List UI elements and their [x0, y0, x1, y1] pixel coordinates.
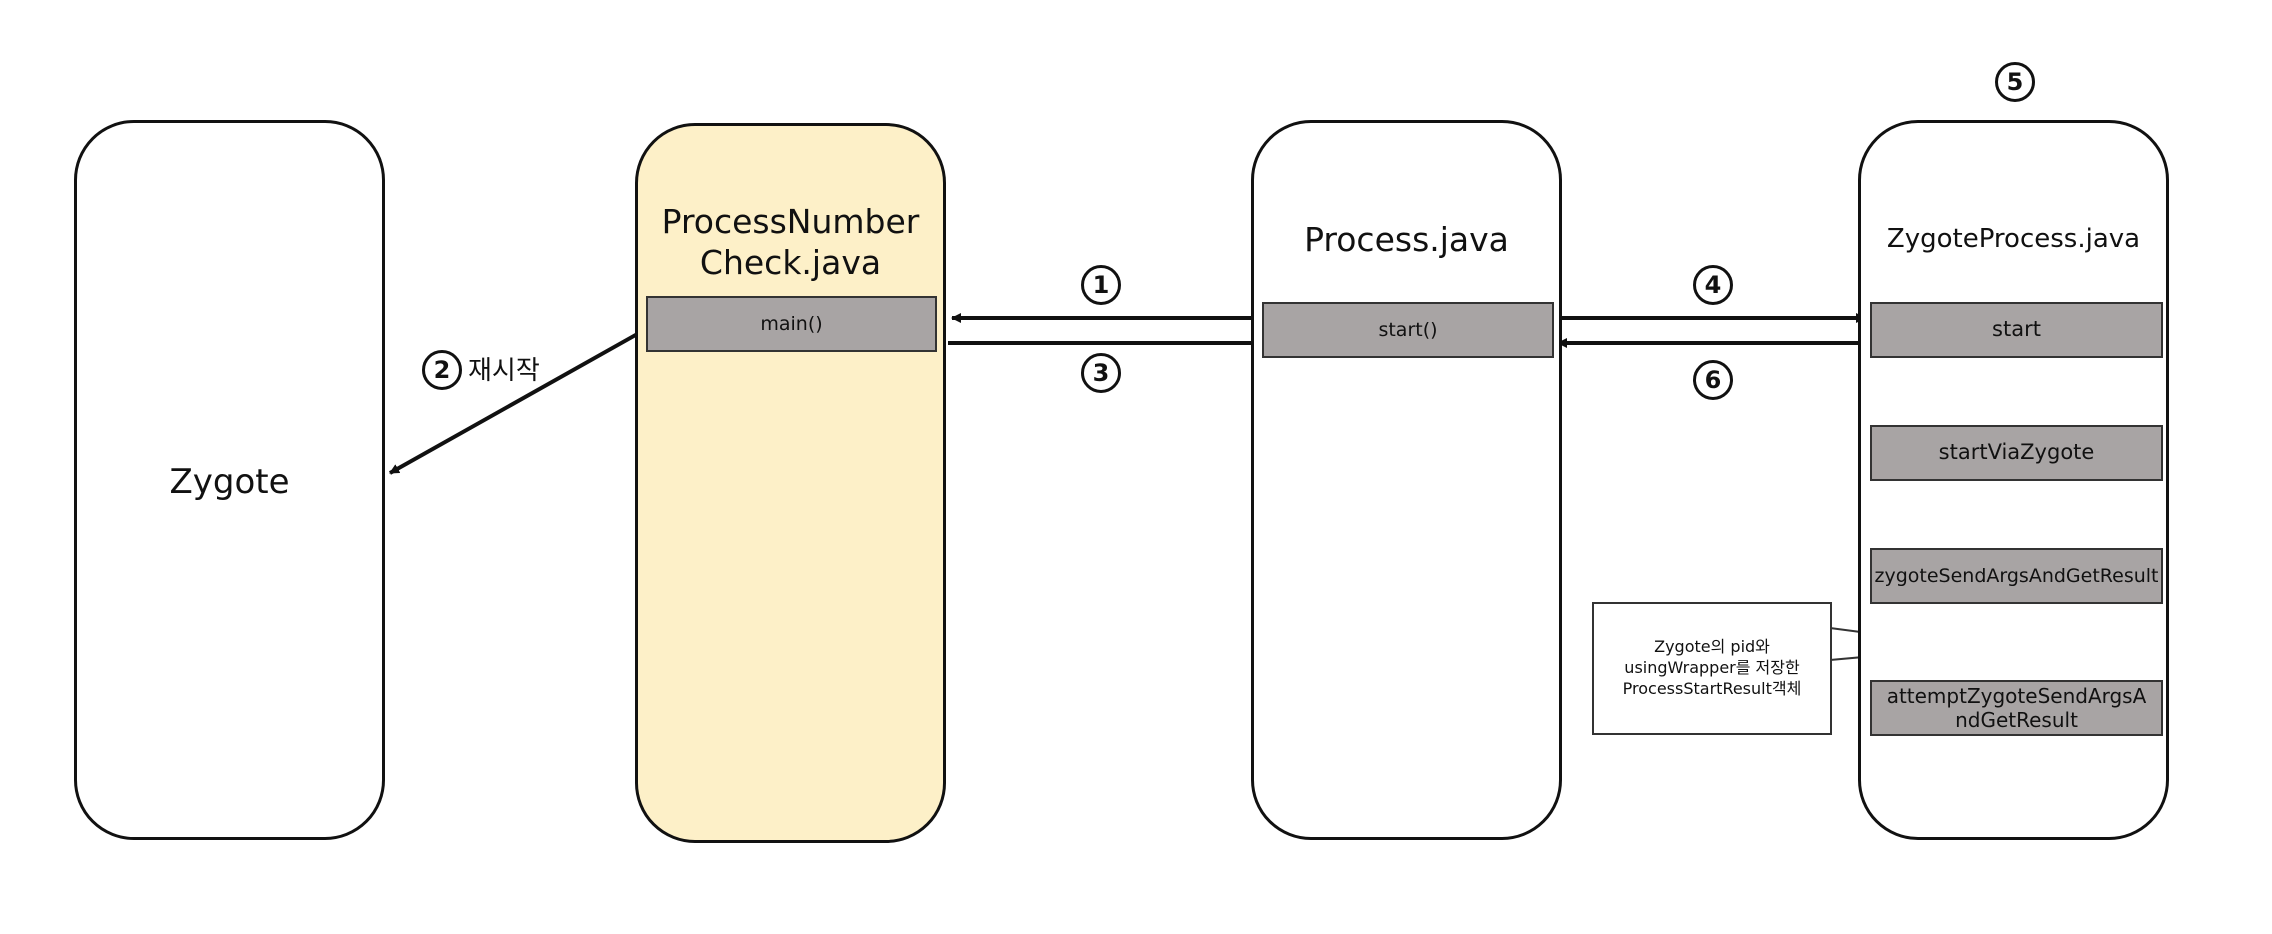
- step-6-badge: 6: [1693, 360, 1733, 400]
- method-main: main(): [646, 296, 937, 352]
- step-4-badge: 4: [1693, 265, 1733, 305]
- lane-zygote: Zygote: [74, 120, 385, 840]
- method-attempt-zygote-send-args: attemptZygoteSendArgsA ndGetResult: [1870, 680, 2163, 736]
- lane-process-number-check: ProcessNumber Check.java: [635, 123, 946, 843]
- method-attempt-line1: attemptZygoteSendArgsA: [1886, 684, 2147, 708]
- result-object-note: Zygote의 pid와 usingWrapper를 저장한 ProcessSt…: [1592, 602, 1832, 735]
- step-1-badge: 1: [1081, 265, 1121, 305]
- method-process-start: start(): [1262, 302, 1554, 358]
- note-line1: Zygote의 pid와: [1654, 637, 1770, 657]
- step-3-badge: 3: [1081, 353, 1121, 393]
- note-line2: usingWrapper를 저장한: [1624, 658, 1800, 678]
- lane-title-checker: ProcessNumber Check.java: [638, 201, 943, 284]
- lane-title-zygote-process: ZygoteProcess.java: [1886, 224, 2141, 254]
- lane-title-checker-line1: ProcessNumber: [661, 202, 920, 241]
- step-2-badge: 2: [422, 350, 462, 390]
- step-5-badge: 5: [1995, 62, 2035, 102]
- method-zygote-send-args: zygoteSendArgsAndGetResult: [1870, 548, 2163, 604]
- lane-title-zygote: Zygote: [169, 462, 290, 502]
- restart-label: 재시작: [468, 356, 540, 386]
- method-start-via-zygote: startViaZygote: [1870, 425, 2163, 481]
- arrow-step-2: [389, 326, 649, 475]
- method-zygote-process-start: start: [1870, 302, 2163, 358]
- lane-title-process: Process.java: [1304, 220, 1509, 259]
- note-line3: ProcessStartResult객체: [1622, 678, 1802, 698]
- lane-process-java: Process.java: [1251, 120, 1562, 840]
- lane-title-checker-line2: Check.java: [699, 243, 882, 283]
- method-attempt-line2: ndGetResult: [1955, 708, 2078, 732]
